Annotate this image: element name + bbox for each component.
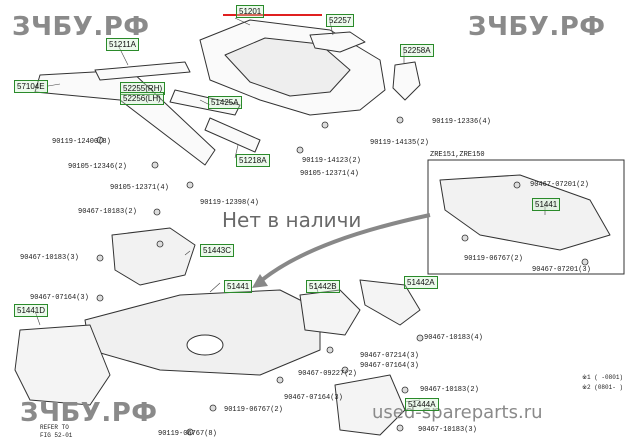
undercover-51441 — [84, 289, 321, 376]
part-51444: 51444A — [405, 398, 439, 411]
bracket-52257 — [309, 31, 366, 53]
bolt-callout: 90119-12336(4) — [432, 118, 491, 126]
bolt-callout: 90467-07164(3) — [360, 362, 419, 370]
part-51201: 51201 — [236, 5, 265, 18]
part-51211: 51211A — [106, 38, 139, 51]
bolt-callout: 90119-12400(8) — [52, 138, 111, 146]
bolt-callout: 90105-12346(2) — [68, 163, 127, 171]
bolt-callout: 90119-14135(2) — [370, 139, 429, 147]
cover-51444 — [334, 374, 406, 436]
part-57104: 57104E — [14, 80, 48, 93]
part-52258: 52258A — [400, 44, 434, 57]
watermark-bottom-left: ЗЧБУ.РФ — [20, 398, 158, 428]
legend-line-2: ※2 (0801- ) — [582, 384, 624, 391]
part-51442a: 51442A — [404, 276, 438, 289]
part-52255: 52255(RH) — [120, 82, 166, 95]
bolt-callout: 90467-10183(4) — [424, 334, 483, 342]
part-51441-main: 51441 — [224, 280, 253, 293]
part-51218: 51218A — [236, 154, 270, 167]
watermark-top-right: ЗЧБУ.РФ — [468, 12, 606, 42]
availability-label: Нет в наличи — [222, 208, 362, 232]
bolt-callout: 90119-06767(2) — [464, 255, 523, 263]
cover-51443c — [111, 227, 196, 286]
part-52256: 52256(LH) — [120, 92, 164, 105]
bolt-callout: 90467-10183(3) — [20, 254, 79, 262]
brace-51218 — [204, 117, 261, 153]
bolt-callout: 90467-07164(3) — [30, 294, 89, 302]
bolts — [96, 116, 589, 436]
bolt-callout: 90119-14123(2) — [302, 157, 361, 165]
bolt-callout: 90467-10183(2) — [78, 208, 137, 216]
variant-label: ZRE151,ZRE150 — [430, 151, 485, 159]
bar-51211 — [94, 61, 191, 81]
direction-arrow — [260, 213, 431, 282]
part-52257: 52257 — [326, 14, 355, 27]
undercover-hole — [186, 334, 224, 356]
bolt-callout: 90119-12398(4) — [200, 199, 259, 207]
part-51442b: 51442B — [306, 280, 340, 293]
bolt-callout: 90467-07214(3) — [360, 352, 419, 360]
part-51441d: 51441D — [14, 304, 49, 317]
bolt-callout: 90467-10183(2) — [420, 386, 479, 394]
refer-line-2: FIG 52-01 — [40, 432, 73, 439]
bolt-callout: 90467-07164(3) — [284, 394, 343, 402]
bolt-callout: 90467-07201(3) — [532, 266, 591, 274]
part-51441-inset: 51441 — [532, 198, 561, 211]
part-51425: 51425A — [208, 96, 242, 109]
bolt-callout: 90467-09227(2) — [298, 370, 357, 378]
cover-51442a — [359, 279, 421, 326]
crossmember-inner — [224, 37, 351, 97]
refer-line-1: REFER TO — [40, 424, 69, 431]
bolt-callout: 90105-12371(4) — [300, 170, 359, 178]
legend-line-1: ※1 ( -0801) — [582, 374, 624, 381]
bolt-callout: 90119-06767(2) — [224, 406, 283, 414]
cover-51442b — [299, 289, 361, 336]
bracket-52258 — [392, 61, 421, 101]
bolt-callout: 90467-07201(2) — [530, 181, 589, 189]
watermark-top-left: ЗЧБУ.РФ — [12, 12, 150, 42]
inset-undercover — [439, 174, 611, 251]
watermark-bottom-right: used-spareparts.ru — [372, 402, 543, 423]
bolt-callout: 90105-12371(4) — [110, 184, 169, 192]
bolt-callout: 90467-10183(3) — [418, 426, 477, 434]
bolt-callout: 90119-06767(8) — [158, 430, 217, 438]
cover-51441d — [14, 324, 111, 406]
part-51443c: 51443C — [200, 244, 235, 257]
